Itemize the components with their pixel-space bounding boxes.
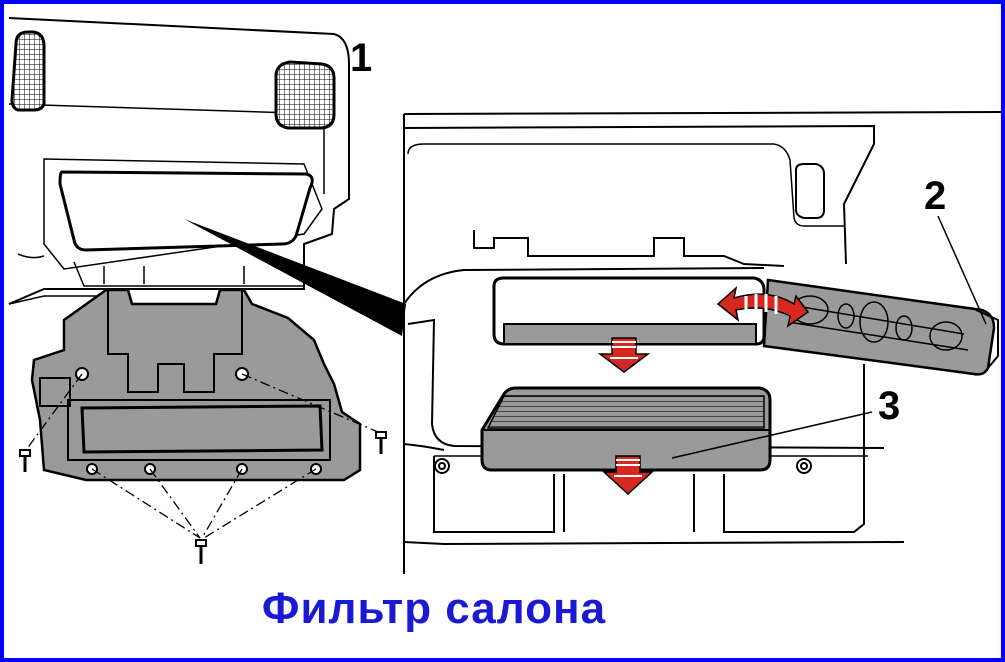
zoom-wedge: [184, 219, 406, 336]
callout-3: 3: [878, 384, 901, 428]
screw-leader-lines: [25, 373, 379, 539]
callout-leaders: [671, 215, 987, 459]
dashboard-overview: [8, 17, 350, 305]
screw-bottom: [195, 539, 207, 564]
rotate-arrow: [716, 285, 810, 328]
callout-1: 1: [350, 36, 373, 80]
diagram-caption: Фильтр салона: [261, 584, 607, 633]
detail-view: [403, 111, 1001, 574]
callout-2: 2: [924, 174, 947, 218]
screw-left: [19, 449, 31, 472]
down-arrow-upper: [597, 337, 651, 373]
filter-diagram: [8, 17, 1001, 574]
mounting-bolts: [434, 458, 812, 474]
filter-slot: [492, 276, 766, 346]
slot-cover: [762, 278, 999, 376]
glovebox-housing: [30, 288, 362, 482]
screw-right: [375, 431, 387, 454]
cabin-filter-element: [480, 386, 772, 472]
down-arrow-lower: [602, 455, 654, 496]
screws: [19, 431, 387, 564]
